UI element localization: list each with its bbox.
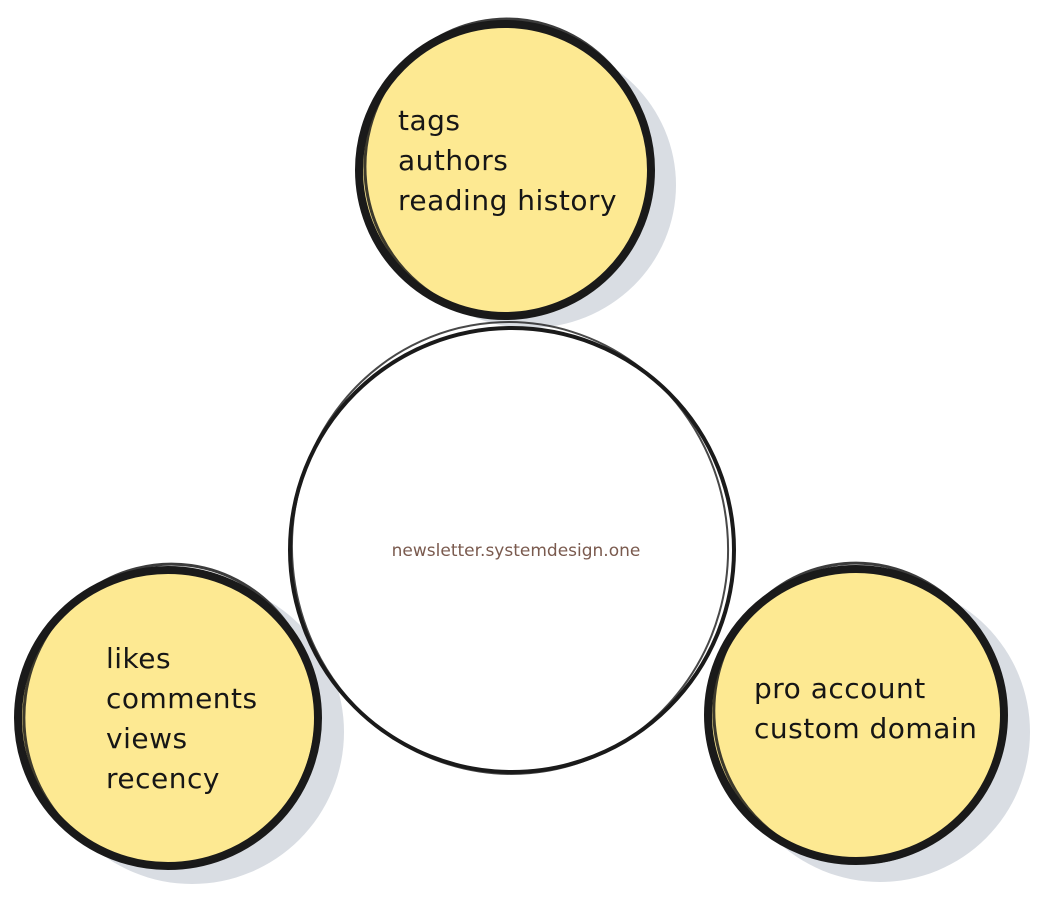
right-circle-outline-stroke — [712, 561, 1004, 865]
top-topic-circle: tags authors reading history — [355, 17, 676, 328]
center-circle-outline-stroke — [290, 321, 730, 775]
top-item-tags: tags — [398, 104, 461, 137]
right-item-pro-account: pro account — [754, 672, 926, 705]
left-circle-shape — [14, 566, 322, 870]
center-label: newsletter.systemdesign.one — [392, 541, 641, 561]
center-circle-shape — [288, 326, 736, 774]
right-circle-shape — [704, 565, 1008, 865]
top-item-reading-history: reading history — [398, 184, 617, 217]
left-item-comments: comments — [106, 682, 258, 715]
left-circle-outline-stroke — [22, 562, 318, 870]
left-topic-circle: likes comments views recency — [14, 562, 344, 884]
left-item-views: views — [106, 722, 188, 755]
left-item-likes: likes — [106, 642, 171, 675]
top-item-authors: authors — [398, 144, 508, 177]
center-circle-group: newsletter.systemdesign.one — [288, 321, 736, 775]
right-topic-circle: pro account custom domain — [704, 561, 1030, 882]
right-item-custom-domain: custom domain — [754, 712, 977, 745]
top-circle-outline-stroke — [363, 17, 653, 319]
left-item-recency: recency — [106, 762, 220, 795]
